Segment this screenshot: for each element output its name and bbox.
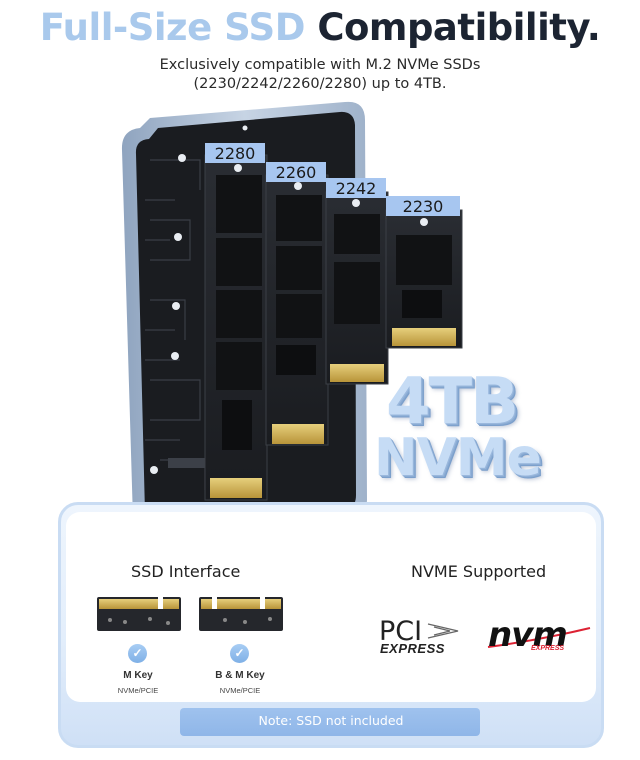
enclosure-board xyxy=(145,159,206,490)
check-icon: ✓ xyxy=(230,644,249,663)
ssd-size-label: 2260 xyxy=(275,163,317,182)
m-key-connector xyxy=(97,597,181,631)
m-key-name: M Key xyxy=(123,670,153,681)
title-dark-part: Compatibility. xyxy=(317,6,601,49)
nvm-logo-text: nvm xyxy=(488,615,568,655)
note-bar xyxy=(180,708,480,736)
ssd-2230 xyxy=(385,196,463,349)
check-icon: ✓ xyxy=(128,644,147,663)
page-title: Full-Size SSD Compatibility. xyxy=(0,6,640,49)
ssd-2242 xyxy=(325,178,389,385)
capacity-4tb: 4TB xyxy=(386,365,519,439)
ssd-interface-label: SSD Interface xyxy=(131,562,241,581)
capacity-nvme: NVMe xyxy=(374,428,542,488)
pci-express-arrows xyxy=(427,623,459,639)
subtitle-line-2: (2230/2242/2260/2280) up to 4TB. xyxy=(193,76,447,92)
nvm-swoosh xyxy=(487,627,591,648)
bm-key-sub: NVMe/PCIE xyxy=(219,686,261,695)
bm-key-name: B & M Key xyxy=(215,670,265,681)
enclosure-connector xyxy=(168,458,212,468)
title-light-part: Full-Size SSD xyxy=(39,6,306,49)
pci-logo-text: PCI xyxy=(379,616,423,647)
bm-key-connector xyxy=(199,597,283,631)
subtitle-line-1: Exclusively compatible with M.2 NVMe SSD… xyxy=(159,57,481,73)
nvme-supported-label: NVME Supported xyxy=(411,562,547,581)
note-text: Note: SSD not included xyxy=(258,713,404,728)
ssd-size-label: 2230 xyxy=(402,197,444,216)
nvm-logo-express: EXPRESS xyxy=(531,645,565,652)
ssd-2280 xyxy=(204,143,268,501)
subtitle: Exclusively compatible with M.2 NVMe SSD… xyxy=(0,56,640,94)
mount-holes xyxy=(150,125,248,474)
ssd-2260 xyxy=(265,162,329,446)
ssd-size-label: 2280 xyxy=(214,144,256,163)
ssd-size-label: 2242 xyxy=(335,179,377,198)
pci-logo-express: EXPRESS xyxy=(380,641,445,656)
m-key-sub: NVMe/PCIE xyxy=(117,686,159,695)
